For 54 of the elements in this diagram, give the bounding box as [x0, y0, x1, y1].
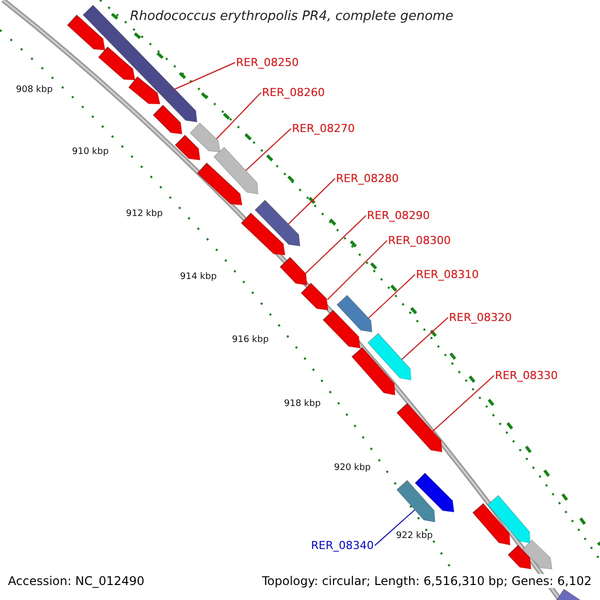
leader-line	[216, 92, 262, 140]
gene-segment	[522, 540, 552, 570]
gene-segment	[336, 294, 372, 332]
leader-line	[174, 62, 236, 90]
gene-segment	[240, 212, 286, 256]
leader-line	[432, 375, 494, 432]
gene-segment	[472, 503, 510, 546]
gene-label: RER_08300	[388, 234, 451, 247]
gene-label: RER_08320	[449, 311, 512, 324]
leader-line	[245, 128, 292, 172]
gene-label: RER_08260	[262, 86, 325, 99]
gene-segment	[322, 310, 360, 348]
gene-label: RER_08340	[311, 539, 374, 552]
gene-label: RER_08250	[236, 56, 299, 69]
title: Rhodococcus erythropolis PR4, complete genome	[130, 9, 454, 24]
gene-label: RER_08310	[416, 268, 479, 281]
gene-segment	[351, 346, 396, 396]
scale-tick-label: 908 kbp	[16, 85, 53, 95]
leader-line	[368, 274, 416, 319]
gene-label: RER_08270	[292, 122, 355, 135]
genome-summary-text: Topology: circular; Length: 6,516,310 bp; Genes: 6,102	[262, 574, 592, 588]
scale-tick-label: 922 kbp	[396, 531, 433, 541]
gene-segment	[152, 104, 182, 134]
gene-label: RER_08330	[495, 369, 558, 382]
gene-segment	[414, 472, 454, 512]
gene-segment	[396, 480, 436, 522]
scale-tick-label: 916 kbp	[232, 335, 269, 345]
gene-segment	[213, 146, 258, 194]
gene-segment	[174, 134, 200, 160]
gene-segment	[487, 495, 530, 544]
gene-segment	[396, 402, 442, 452]
scale-tick-label: 912 kbp	[126, 209, 163, 219]
gene-segment	[66, 14, 106, 50]
gene-label: RER_08290	[367, 209, 430, 222]
gene-label: RER_08280	[336, 172, 399, 185]
gene-segment	[254, 200, 300, 246]
gene-segment	[98, 46, 136, 80]
gene-segment	[128, 76, 160, 104]
leader-line	[374, 509, 416, 546]
scale-tick-label: 914 kbp	[180, 272, 217, 282]
leader-line	[401, 317, 448, 360]
gene-segment	[196, 162, 242, 206]
scale-tick-label: 910 kbp	[72, 147, 109, 157]
gene-segment	[280, 256, 308, 286]
leader-line	[326, 240, 388, 300]
gene-segment	[300, 282, 328, 310]
scale-tick-label: 918 kbp	[284, 399, 321, 409]
gene-segment	[508, 544, 532, 570]
gene-segment	[190, 122, 220, 152]
gene-segment	[367, 332, 412, 380]
leader-line	[288, 178, 336, 225]
accession-text: Accession: NC_012490	[8, 574, 144, 588]
leader-line	[305, 215, 366, 274]
scale-tick-label: 920 kbp	[334, 463, 371, 473]
